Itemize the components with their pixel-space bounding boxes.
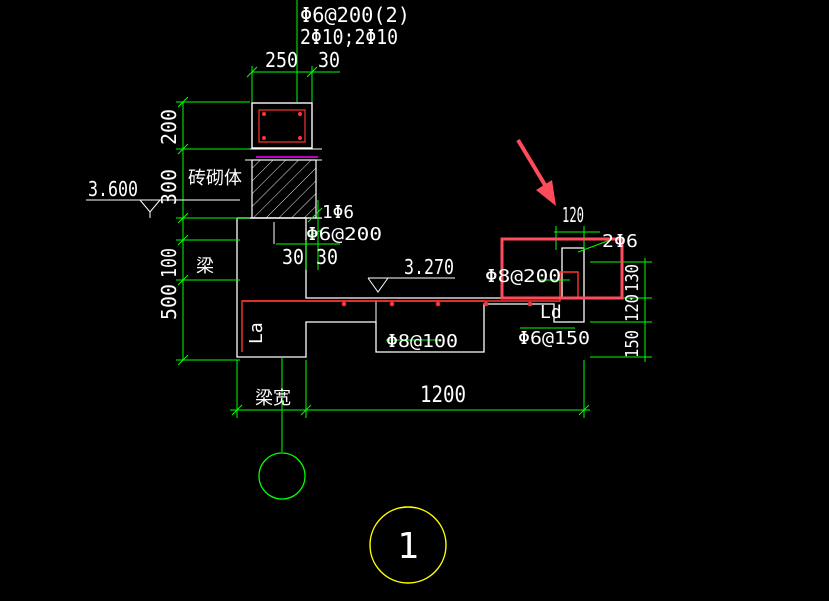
dim-top-width: 250 [265, 48, 298, 72]
section-number: 1 [397, 526, 419, 567]
wall-bar-label: 1Φ6 [322, 202, 354, 223]
dim-wall-height: 300 [157, 169, 181, 205]
main-bars-label: 2Φ10;2Φ10 [300, 25, 398, 49]
rebar-lines [241, 271, 579, 352]
slab-dist-label: Φ6@150 [518, 328, 590, 349]
dim-step-30-b: 30 [316, 245, 338, 269]
ld-label: Ld [540, 302, 562, 323]
dim-slab-step: 100 [157, 248, 181, 278]
highlight-box [500, 237, 624, 300]
beam-slab-outline [236, 217, 585, 358]
end-bar-label: 2Φ6 [602, 231, 638, 252]
top-dist-label: Φ8@200 [485, 266, 561, 287]
attention-arrow [516, 138, 556, 206]
wall-stirrup-label: Φ6@200 [306, 224, 382, 245]
masonry-label: 砖砌体 [188, 168, 242, 189]
axis-circle [258, 452, 306, 500]
section-number-circle [369, 506, 447, 584]
beam-width-label: 梁宽 [255, 388, 291, 409]
end-dim-120: 120 [562, 203, 584, 227]
elevation-left: 3.600 [88, 177, 138, 201]
dim-top-offset: 30 [318, 48, 340, 72]
dim-overhang: 1200 [420, 383, 466, 408]
right-dim-130: 130 [622, 264, 643, 292]
stirrup-top-label: Φ6@200(2) [300, 3, 410, 27]
dim-beam-height: 200 [157, 109, 181, 145]
elevation-markers [86, 199, 455, 293]
dim-step-30-a: 30 [282, 245, 304, 269]
top-beam-section [251, 102, 318, 158]
slab-bottom-label: Φ8@100 [386, 331, 458, 352]
elevation-right: 3.270 [404, 255, 454, 279]
la-label: La [246, 322, 267, 344]
dimension-lines [176, 0, 652, 452]
right-dim-120: 120 [622, 294, 643, 322]
beam-label: 梁 [196, 256, 214, 277]
right-dim-150: 150 [622, 330, 643, 358]
dim-lower-height: 500 [157, 284, 181, 320]
